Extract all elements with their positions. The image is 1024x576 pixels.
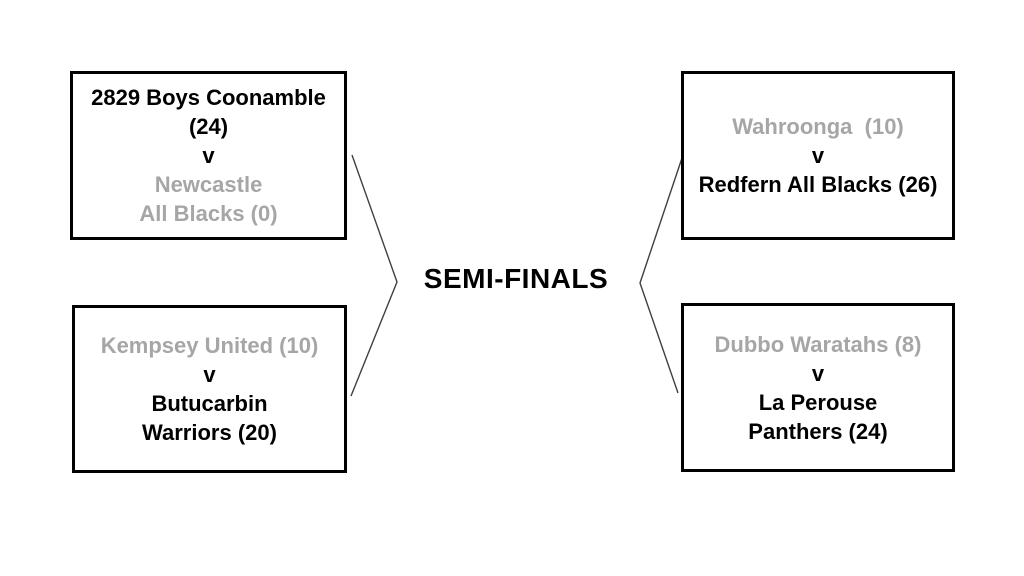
loser-team-line: Newcastle — [154, 172, 263, 197]
right-bracket-connector — [639, 157, 683, 394]
match-box-right-bottom: Dubbo Waratahs (8) v La Perouse Panthers… — [681, 303, 955, 472]
loser-team-line: Dubbo Waratahs (8) — [714, 331, 922, 357]
versus-label: v — [203, 362, 216, 387]
left-bracket-connector — [350, 154, 398, 397]
match-box-right-top: Wahroonga (10) v Redfern All Blacks (26) — [681, 71, 955, 240]
winner-team-line: Warriors (20) — [142, 420, 277, 445]
winner-team-line: Redfern All Blacks (26) — [698, 172, 938, 197]
winner-team-line: Butucarbin — [151, 391, 268, 416]
loser-team-line: Wahroonga (10) — [732, 114, 904, 139]
winner-team-line: La Perouse — [758, 389, 878, 415]
loser-team-line: Kempsey United (10) — [100, 333, 319, 358]
match-box-left-top: 2829 Boys Coonamble (24) v Newcastle All… — [70, 71, 347, 240]
match-box-left-bottom: Kempsey United (10) v Butucarbin Warrior… — [72, 305, 347, 473]
versus-label: v — [202, 143, 215, 168]
loser-team-line: All Blacks (0) — [139, 201, 278, 226]
winner-score-line: (24) — [188, 114, 229, 139]
winner-team-line: 2829 Boys Coonamble — [91, 85, 326, 110]
semi-finals-title: SEMI-FINALS — [423, 263, 609, 294]
versus-label: v — [811, 360, 825, 386]
versus-label: v — [811, 143, 825, 168]
winner-team-line: Panthers (24) — [748, 418, 888, 444]
